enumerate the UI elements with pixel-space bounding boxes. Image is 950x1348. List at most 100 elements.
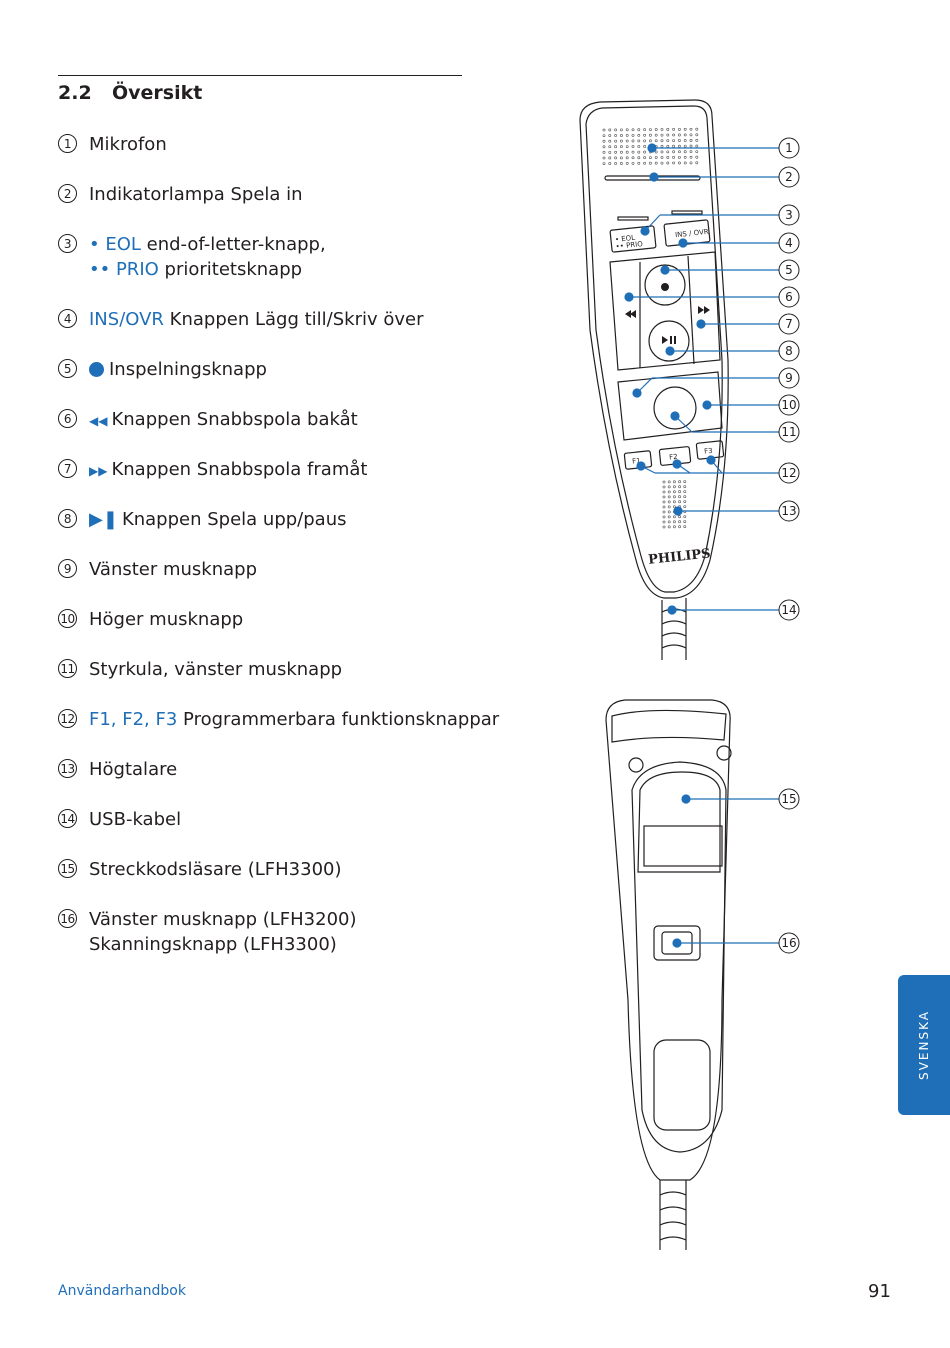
item-text: Knappen Lägg till/Skriv över [163, 309, 424, 330]
item-number: 2 [58, 184, 77, 203]
item-number: 6 [58, 409, 77, 428]
item-line: Skanningsknapp (LFH3300) [89, 932, 357, 957]
item-number: 11 [58, 659, 77, 678]
section-number: 2.2 [58, 82, 92, 104]
callout-circle [778, 286, 800, 308]
item-line: Mikrofon [89, 132, 167, 157]
callout-number: 4 [785, 236, 793, 250]
item-text: USB-kabel [89, 809, 182, 830]
speaker-grille [602, 127, 699, 529]
item-text: Höger musknapp [89, 609, 244, 630]
item-line: •• PRIO prioritetsknapp [89, 257, 326, 282]
item-line: ▶❚Knappen Spela upp/paus [89, 507, 346, 532]
item-text: Knappen Snabbspola framåt [111, 459, 368, 480]
list-item: 12 F1, F2, F3 Programmerbara funktionskna… [58, 707, 499, 732]
item-number: 3 [58, 234, 77, 253]
item-text: Inspelningsknapp [109, 359, 267, 380]
item-line: Styrkula, vänster musknapp [89, 657, 342, 682]
language-tab-label: SVENSKA [917, 1010, 931, 1080]
section-rule [58, 75, 462, 76]
callout-number: 14 [781, 603, 796, 617]
callout-number: 16 [781, 936, 796, 950]
item-text: Streckkodsläsare (LFH3300) [89, 859, 342, 880]
callout-number: 9 [785, 371, 793, 385]
callout-number: 8 [785, 344, 793, 358]
item-line: F1, F2, F3 Programmerbara funktionsknapp… [89, 707, 499, 732]
callout-number: 13 [781, 504, 796, 518]
callout-number: 1 [785, 141, 793, 155]
list-item: 10 Höger musknapp [58, 607, 243, 632]
list-item: 15 Streckkodsläsare (LFH3300) [58, 857, 342, 882]
ins-ovr-label: INS / OVR [675, 228, 709, 239]
callout-number: 12 [781, 466, 796, 480]
item-number: 8 [58, 509, 77, 528]
item-text: Vänster musknapp [89, 559, 258, 580]
footer-manual-title: Användarhandbok [58, 1283, 186, 1299]
item-code: INS/OVR [89, 309, 164, 330]
callout-number: 2 [785, 170, 793, 184]
item-text: Högtalare [89, 759, 178, 780]
f3-label: F3 [704, 447, 713, 456]
item-text: end-of-letter-knapp, [140, 234, 326, 255]
item-number: 14 [58, 809, 77, 828]
item-line: USB-kabel [89, 807, 181, 832]
item-code: •• PRIO [89, 259, 159, 280]
item-line: Streckkodsläsare (LFH3300) [89, 857, 342, 882]
item-number: 13 [58, 759, 77, 778]
item-line: Inspelningsknapp [89, 357, 267, 382]
callout-circle [778, 394, 800, 416]
item-text: Mikrofon [89, 134, 167, 155]
list-item: 5 Inspelningsknapp [58, 357, 267, 382]
callout-circle [778, 367, 800, 389]
list-item: 9 Vänster musknapp [58, 557, 257, 582]
callout-circle [778, 421, 800, 443]
callout-circle [778, 137, 800, 159]
item-line: Indikatorlampa Spela in [89, 182, 303, 207]
item-text: Indikatorlampa Spela in [89, 184, 303, 205]
f2-label: F2 [669, 453, 678, 462]
play-pause-icon: ▶❚ [89, 509, 118, 530]
item-line: INS/OVR Knappen Lägg till/Skriv över [89, 307, 423, 332]
callout-number: 6 [785, 290, 793, 304]
prio-label: •• PRIO [615, 240, 643, 251]
device-button-glyphs [625, 283, 710, 344]
item-text: Vänster musknapp (LFH3200) [89, 909, 357, 930]
callout-circle [778, 166, 800, 188]
callout-circle [778, 462, 800, 484]
callout-circle [778, 932, 800, 954]
item-line: • EOL end-of-letter-knapp, [89, 232, 326, 257]
list-item: 7▶▶Knappen Snabbspola framåt [58, 457, 367, 484]
item-text: Knappen Snabbspola bakåt [111, 409, 358, 430]
callout-circle [778, 599, 800, 621]
brand-logo: PHILIPS [648, 546, 712, 567]
callout-circle [778, 340, 800, 362]
callout-number: 3 [785, 208, 793, 222]
item-text: Programmerbara funktionsknappar [177, 709, 500, 730]
speechmike-back-device [605, 699, 732, 1250]
callout-number: 10 [781, 398, 796, 412]
item-number: 9 [58, 559, 77, 578]
item-line: Vänster musknapp (LFH3200) [89, 907, 357, 932]
item-number: 12 [58, 709, 77, 728]
callout-number: 5 [785, 263, 793, 277]
item-line: Höger musknapp [89, 607, 243, 632]
eol-label: • EOL [615, 234, 636, 244]
callout-number: 15 [781, 792, 796, 806]
callout-circle [778, 204, 800, 226]
item-line: ▶▶Knappen Snabbspola framåt [89, 457, 367, 484]
callout-circle [778, 259, 800, 281]
item-text: prioritetsknapp [158, 259, 303, 280]
item-number: 15 [58, 859, 77, 878]
item-number: 10 [58, 609, 77, 628]
callout-circle [778, 232, 800, 254]
fast-forward-icon: ▶▶ [89, 464, 108, 478]
item-number: 4 [58, 309, 77, 328]
item-number: 5 [58, 359, 77, 378]
item-line: ◀◀Knappen Snabbspola bakåt [89, 407, 358, 434]
callout-circle [778, 313, 800, 335]
list-item: 11 Styrkula, vänster musknapp [58, 657, 342, 682]
callout-number: 11 [781, 425, 796, 439]
